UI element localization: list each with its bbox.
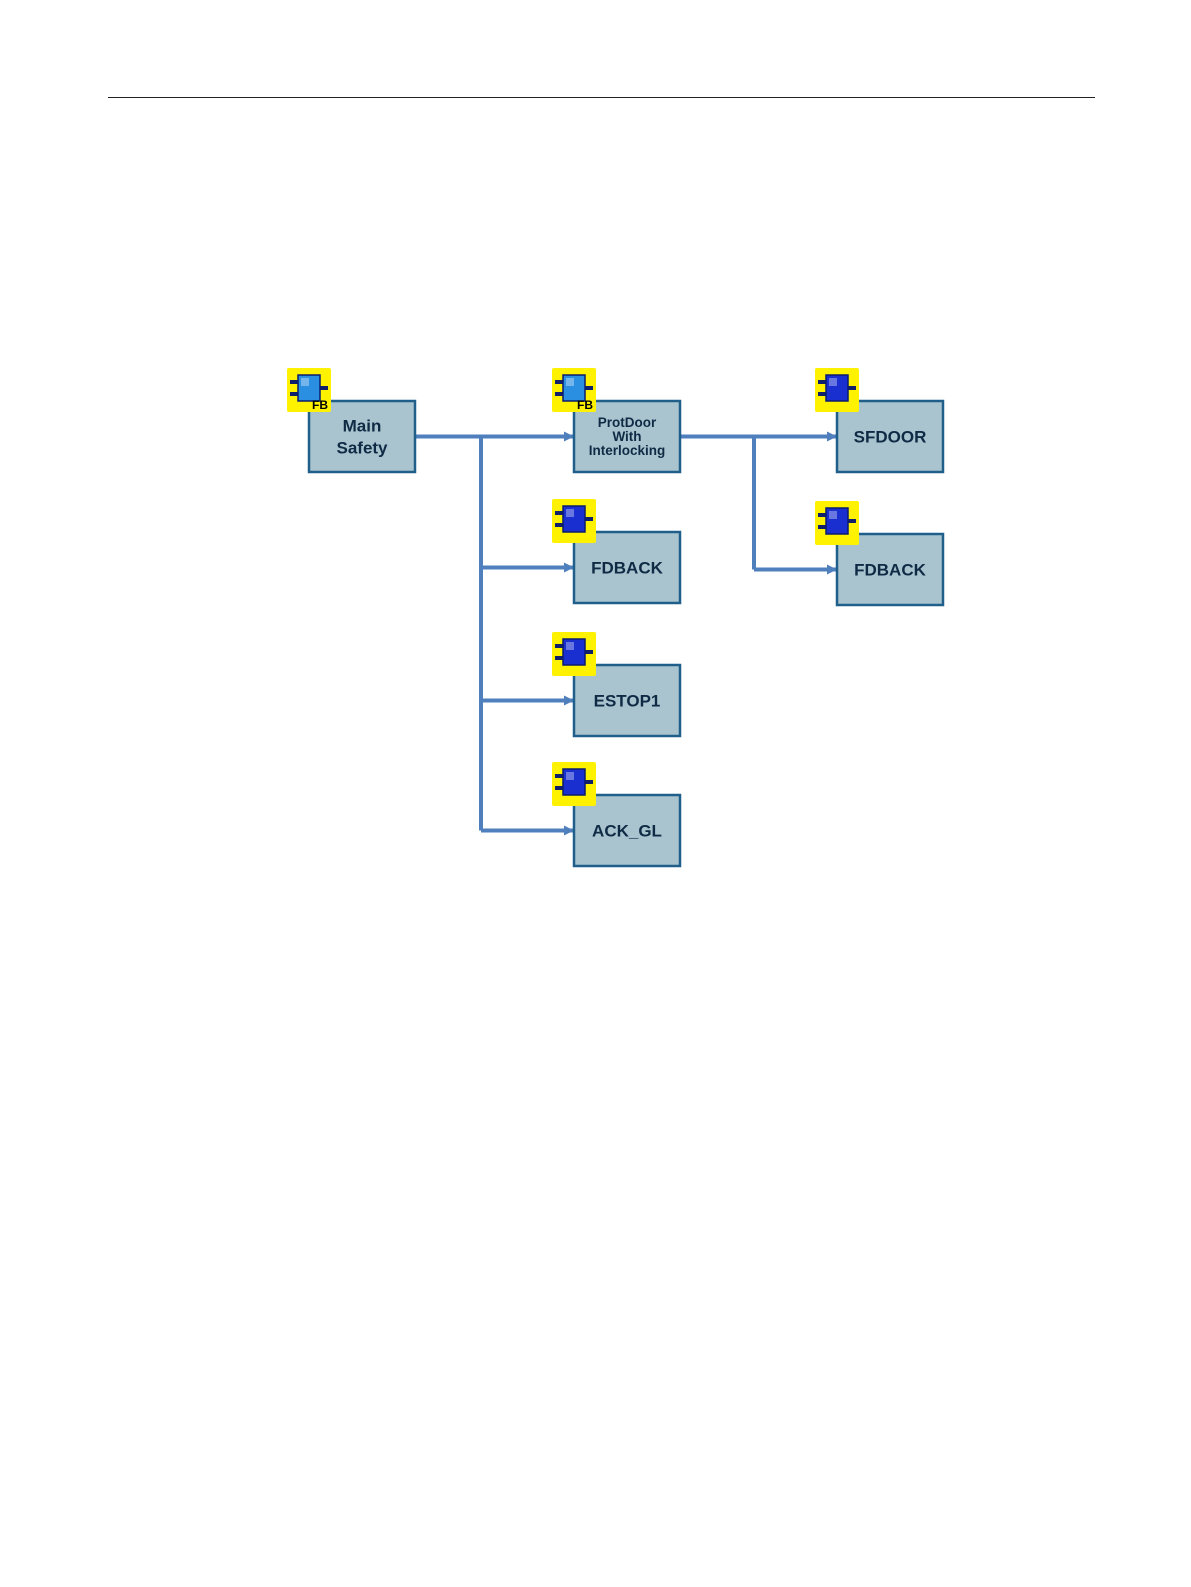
node-label: ESTOP1	[594, 691, 661, 710]
node-label: Main	[343, 416, 382, 435]
fb-badge: FB	[312, 398, 328, 412]
f-block-icon	[815, 368, 859, 412]
node-label: Safety	[336, 438, 388, 457]
f-block-icon	[552, 762, 596, 806]
node-ack-gl[interactable]: ACK_GL	[552, 762, 680, 866]
connectors	[415, 437, 836, 831]
node-label: Interlocking	[589, 443, 666, 458]
node-label: SFDOOR	[854, 427, 927, 446]
node-estop1[interactable]: ESTOP1	[552, 632, 680, 736]
f-block-icon	[815, 501, 859, 545]
node-fdback-1[interactable]: FDBACK	[552, 499, 680, 603]
node-sfdoor[interactable]: SFDOOR	[815, 368, 943, 472]
node-label: FDBACK	[854, 560, 926, 579]
f-block-icon	[552, 499, 596, 543]
fb-block-icon: FB	[552, 368, 596, 412]
node-label: ProtDoor	[598, 415, 657, 430]
fb-badge: FB	[577, 398, 593, 412]
node-label: ACK_GL	[592, 821, 662, 840]
node-label: With	[612, 429, 641, 444]
fb-block-icon: FB	[287, 368, 331, 412]
f-block-icon	[552, 632, 596, 676]
node-label: FDBACK	[591, 558, 663, 577]
node-fdback-2[interactable]: FDBACK	[815, 501, 943, 605]
